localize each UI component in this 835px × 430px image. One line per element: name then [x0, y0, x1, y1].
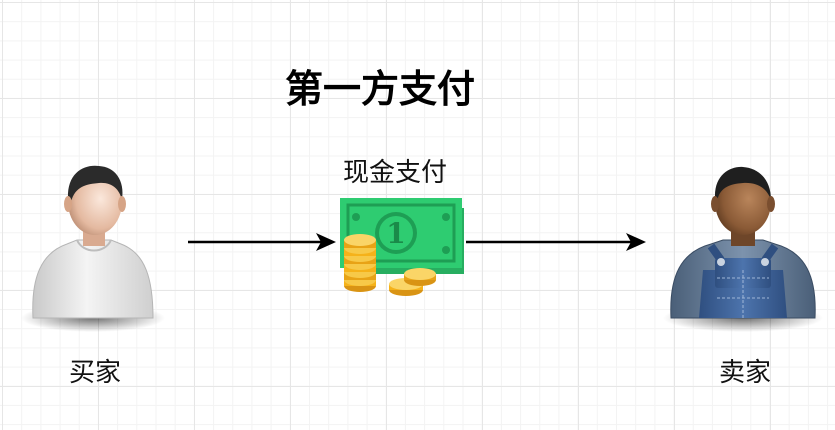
cash-to-seller-arrow [466, 233, 646, 251]
buyer-person-icon [21, 165, 165, 332]
bill-digit: 1 [386, 217, 405, 250]
buyer-to-cash-arrow [188, 233, 336, 251]
seller-worker-icon [663, 166, 823, 332]
payment-method-label: 现金支付 [342, 158, 447, 188]
seller-label: 卖家 [718, 358, 771, 388]
cash-money-icon: 1 [340, 198, 464, 296]
loose-coins-icon [389, 268, 436, 296]
diagram-title: 第一方支付 [284, 67, 475, 111]
buyer-label: 买家 [68, 358, 121, 388]
coin-stack-icon [344, 234, 376, 292]
